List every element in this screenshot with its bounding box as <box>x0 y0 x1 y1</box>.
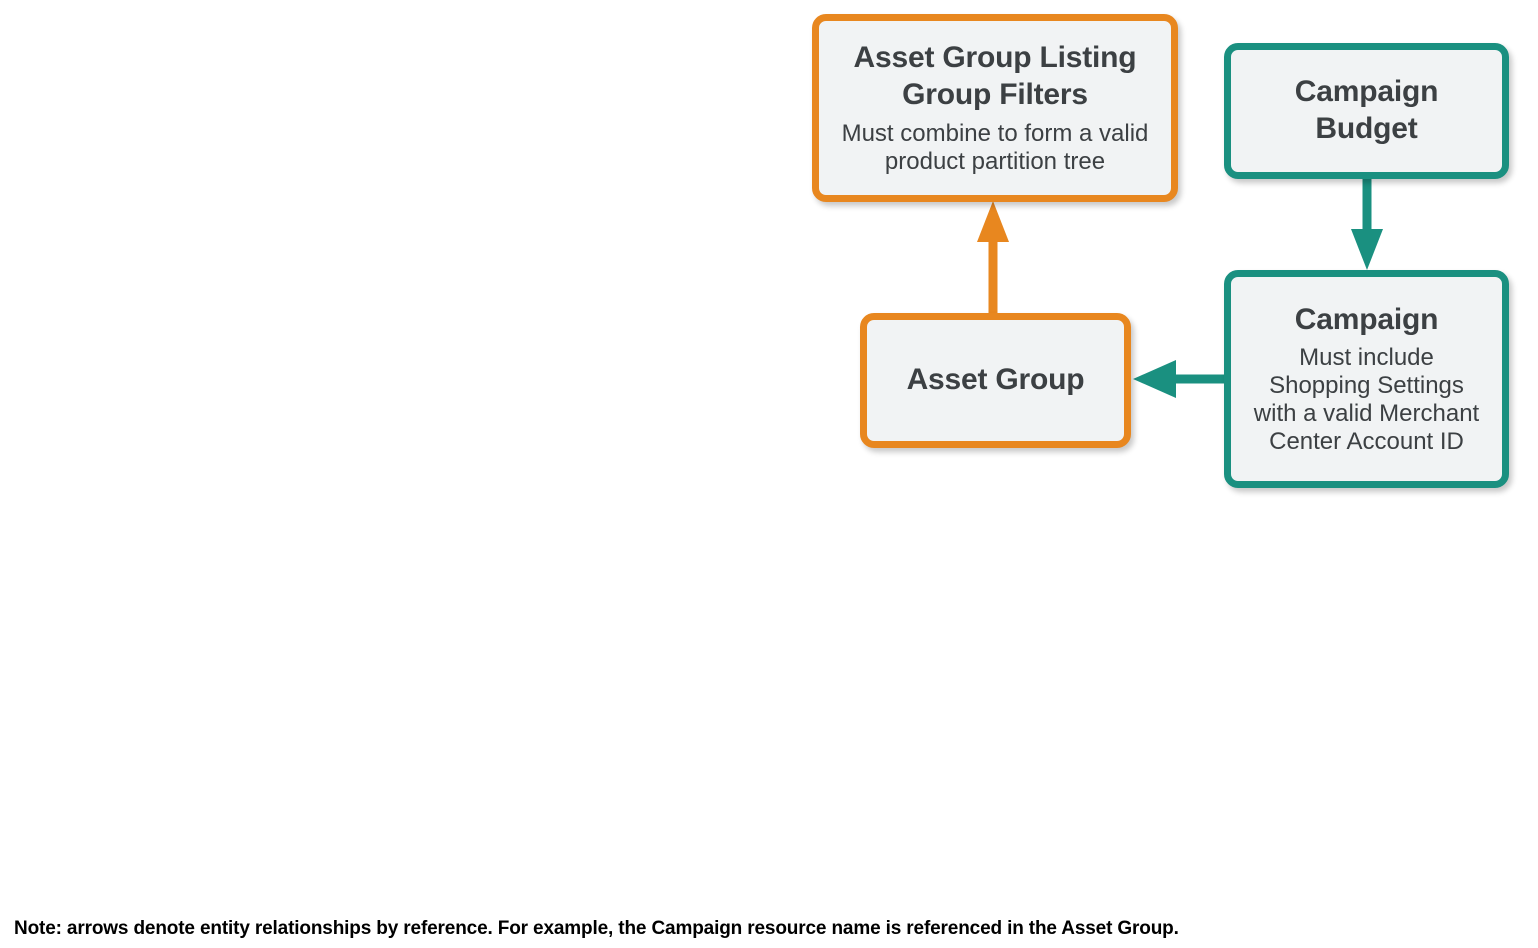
node-title: Campaign Budget <box>1294 75 1439 145</box>
node-subtitle: Must include Shopping Settings with a va… <box>1253 344 1480 456</box>
node-asset-group-listing-group-filters[interactable]: Asset Group Listing Group Filters Must c… <box>812 14 1178 202</box>
node-title: Campaign <box>1294 302 1439 336</box>
edge-campaign-budget-to-campaign <box>1351 177 1383 270</box>
node-title: Asset Group Listing Group Filters <box>853 41 1137 111</box>
node-campaign-budget[interactable]: Campaign Budget <box>1224 43 1509 179</box>
node-subtitle: Must combine to form a valid product par… <box>841 119 1149 175</box>
edge-asset-group-to-listing-group-filters <box>977 201 1009 315</box>
node-campaign[interactable]: Campaign Must include Shopping Settings … <box>1224 270 1509 488</box>
edge-campaign-to-asset-group <box>1133 360 1226 398</box>
node-asset-group[interactable]: Asset Group <box>860 313 1131 448</box>
diagram-note: Note: arrows denote entity relationships… <box>14 918 1179 939</box>
node-title: Asset Group <box>906 363 1085 397</box>
